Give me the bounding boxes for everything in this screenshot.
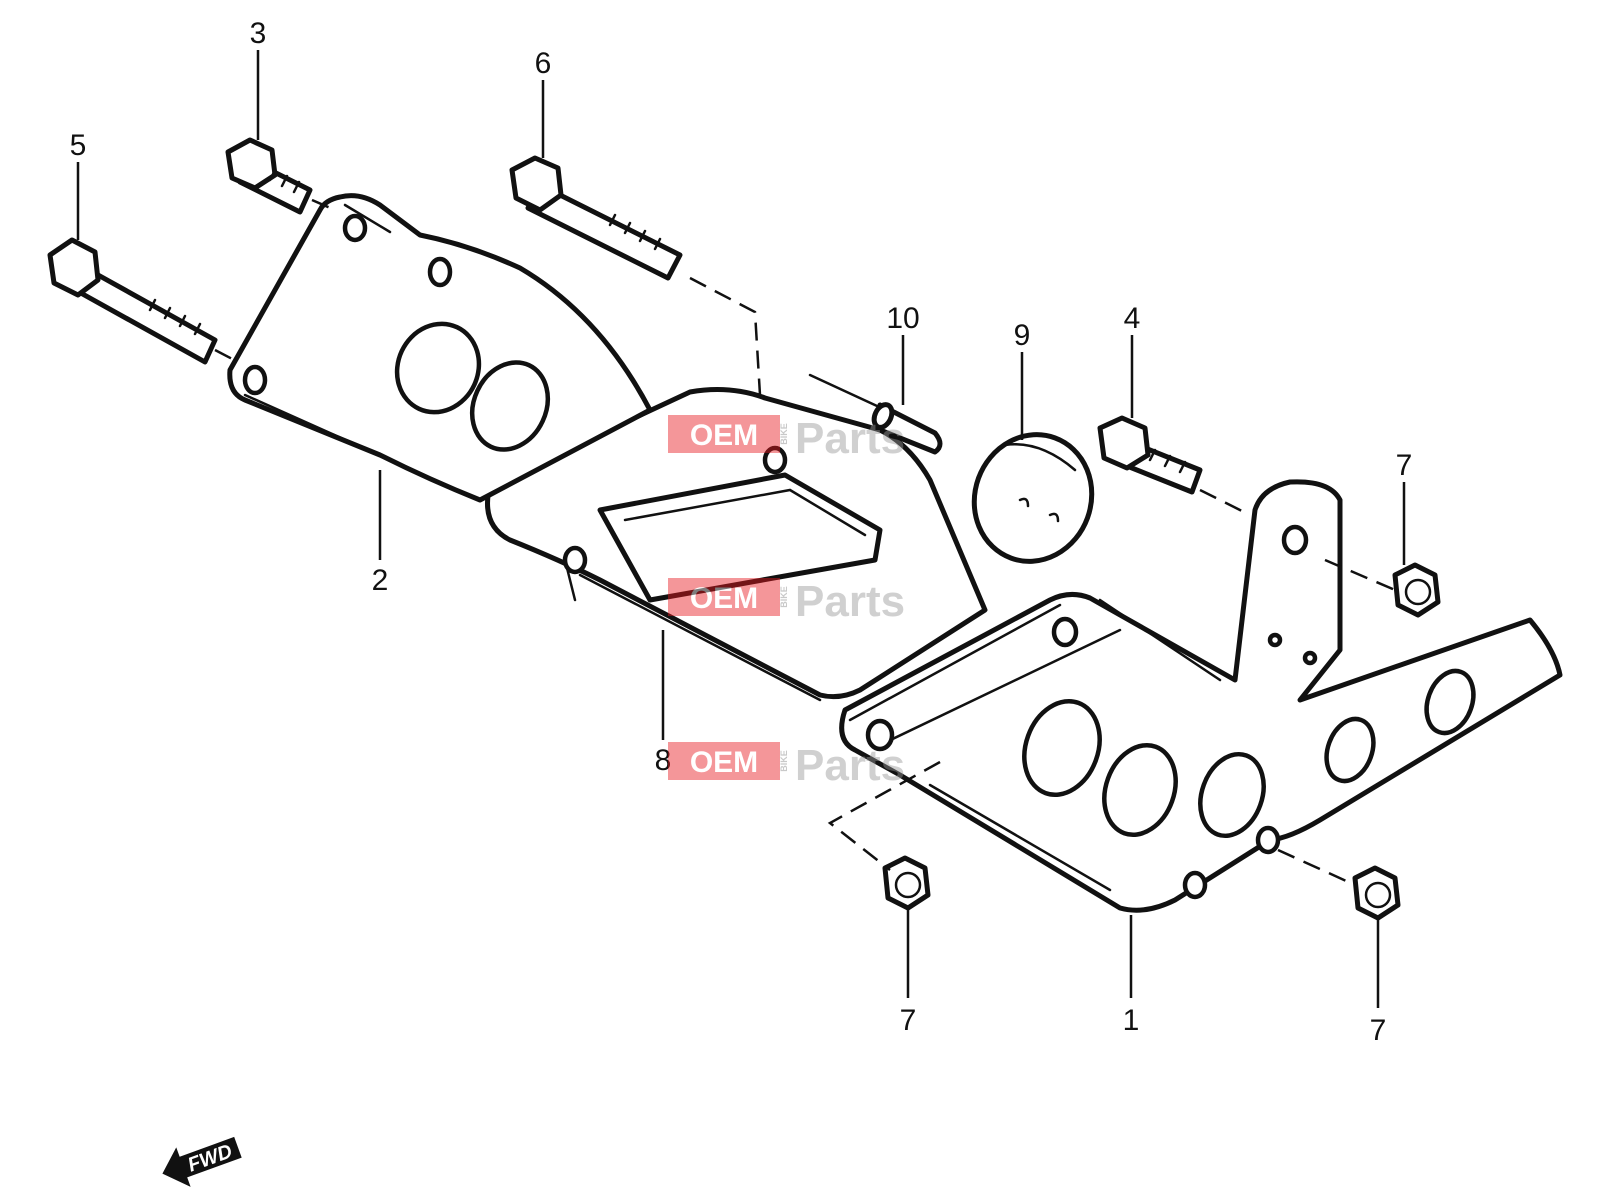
fwd-label: FWD: [185, 1140, 235, 1176]
watermark-3: OEM BIKE Parts: [668, 741, 905, 790]
watermark-parts: Parts: [795, 741, 905, 790]
callout-2: 2: [372, 564, 389, 597]
bolt-5: [47, 237, 218, 365]
callout-7-right: 7: [1370, 1014, 1387, 1047]
callout-4: 4: [1124, 302, 1141, 335]
assembly-lines: [214, 198, 1396, 887]
watermark-oem: OEM: [690, 419, 758, 452]
callout-labels: 3 5 6 10 9 4 7 2 8 7 1 7: [70, 17, 1413, 1047]
bolt-6: [509, 155, 683, 281]
watermark-oem: OEM: [690, 582, 758, 615]
nut-7-upper: [1392, 562, 1441, 618]
watermark-bike: BIKE: [779, 750, 789, 772]
watermark-bike: BIKE: [779, 423, 789, 445]
nut-7-right: [1352, 865, 1401, 921]
callout-3: 3: [250, 17, 267, 50]
callout-1: 1: [1123, 1004, 1140, 1037]
damper-9: [971, 432, 1095, 564]
callout-9: 9: [1014, 319, 1031, 352]
pin-10: [808, 373, 943, 455]
plate-2: [227, 193, 653, 503]
bracket-1: [839, 479, 1563, 913]
bracket-8: [485, 387, 988, 702]
bolt-3: [225, 137, 313, 215]
callout-7-upper: 7: [1396, 449, 1413, 482]
watermark-2: OEM BIKE Parts: [668, 577, 905, 626]
watermark-1: OEM BIKE Parts: [668, 414, 905, 463]
callout-6: 6: [535, 47, 552, 80]
callout-10: 10: [886, 302, 919, 335]
bolt-4: [1097, 415, 1203, 495]
fwd-arrow: FWD: [162, 1136, 242, 1187]
watermark-parts: Parts: [795, 414, 905, 463]
nut-7-left: [882, 855, 931, 911]
callout-8: 8: [655, 744, 672, 777]
leader-lines: [76, 50, 1406, 1008]
callout-7-left: 7: [900, 1004, 917, 1037]
watermark-oem: OEM: [690, 746, 758, 779]
watermark-parts: Parts: [795, 577, 905, 626]
watermark-bike: BIKE: [779, 586, 789, 608]
callout-5: 5: [70, 129, 87, 162]
